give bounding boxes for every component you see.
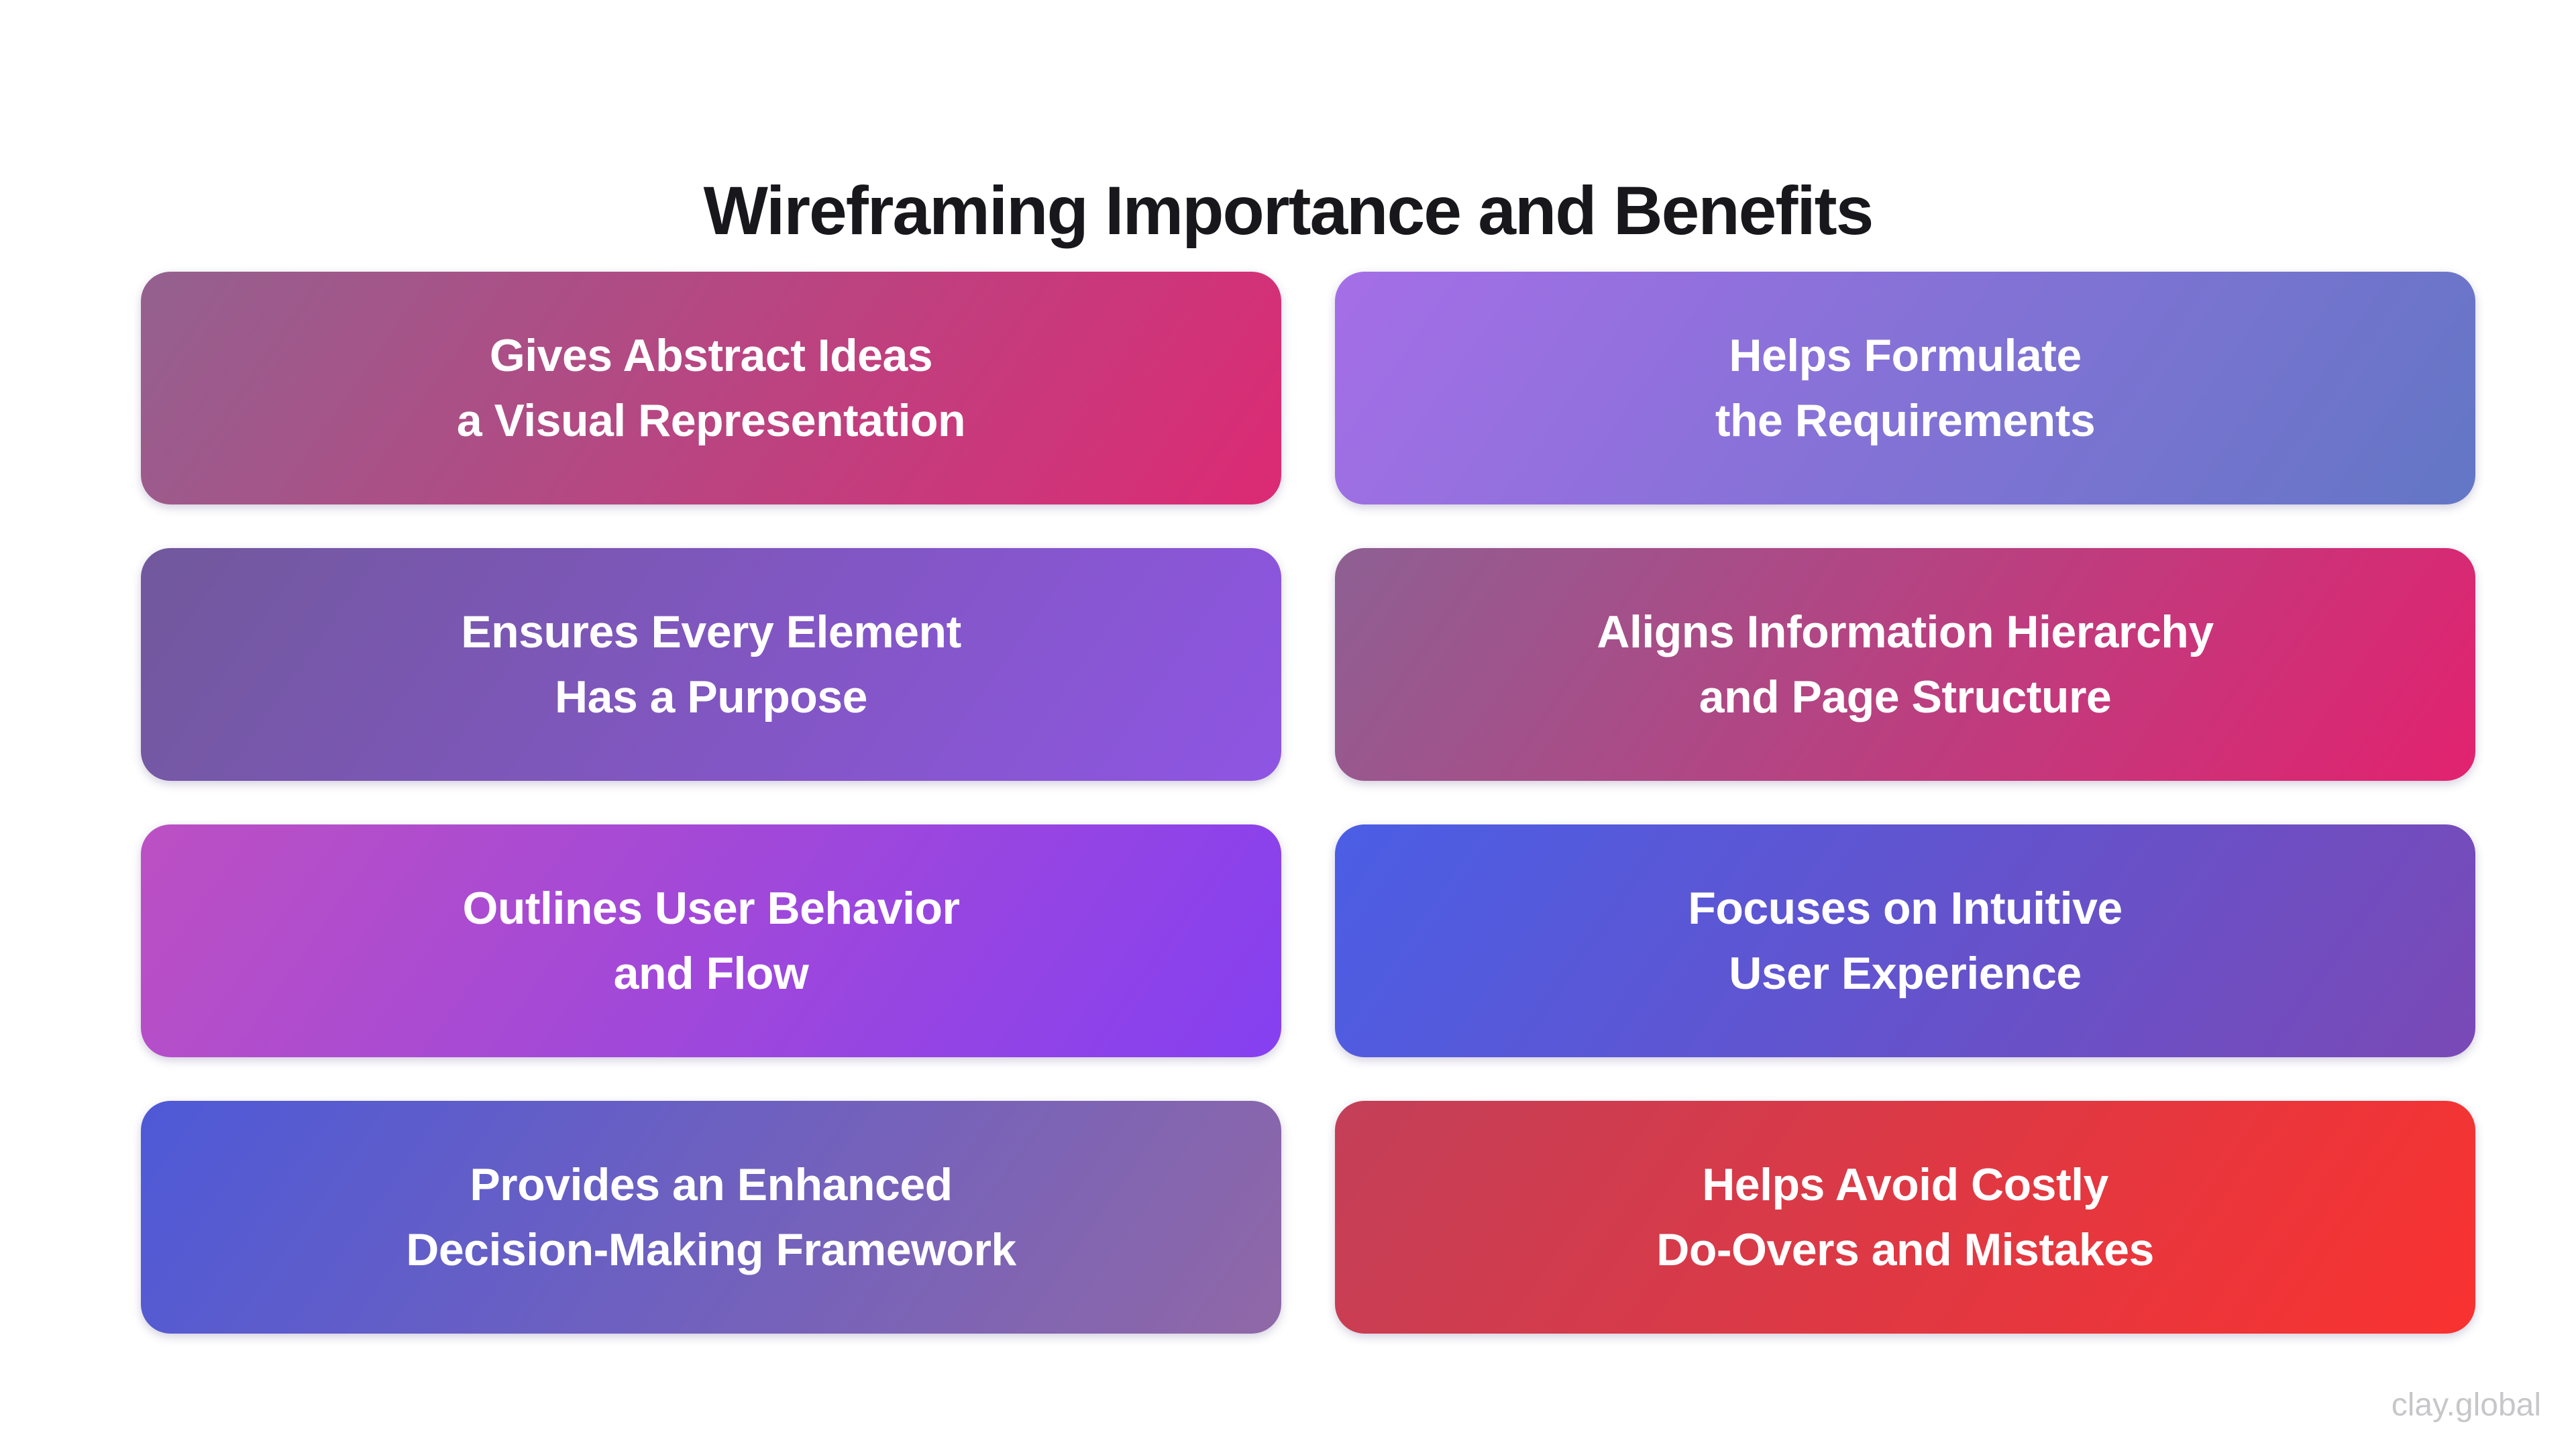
- benefit-card-intuitive-ux: Focuses on Intuitive User Experience: [1335, 824, 2475, 1057]
- benefit-card-avoid-mistakes: Helps Avoid Costly Do-Overs and Mistakes: [1335, 1101, 2475, 1334]
- benefit-card-text-line: and Flow: [613, 947, 809, 999]
- benefit-card-user-behavior: Outlines User Behavior and Flow: [141, 824, 1281, 1057]
- benefit-card-text-line: Focuses on Intuitive: [1688, 882, 2123, 934]
- benefit-card-text-line: Outlines User Behavior: [462, 882, 960, 934]
- benefit-card-abstract-ideas: Gives Abstract Ideas a Visual Representa…: [141, 272, 1281, 504]
- benefit-card-text-line: Aligns Information Hierarchy: [1597, 606, 2214, 657]
- benefit-card-information-hierarchy: Aligns Information Hierarchy and Page St…: [1335, 548, 2475, 781]
- benefit-card-text-line: Gives Abstract Ideas: [489, 329, 933, 381]
- benefit-card-text-line: the Requirements: [1715, 394, 2096, 446]
- benefit-card-formulate-requirements: Helps Formulate the Requirements: [1335, 272, 2475, 504]
- benefit-card-text-line: Ensures Every Element: [461, 606, 961, 657]
- benefit-card-text-line: a Visual Representation: [456, 394, 966, 446]
- benefit-card-text-line: Helps Formulate: [1729, 329, 2082, 381]
- benefit-card-text-line: Provides an Enhanced: [470, 1159, 953, 1210]
- clay-global-watermark: clay.global: [2391, 1387, 2541, 1423]
- benefit-card-text-line: User Experience: [1729, 947, 2082, 999]
- benefit-card-text-line: Helps Avoid Costly: [1702, 1159, 2108, 1210]
- benefit-card-text-line: Do-Overs and Mistakes: [1656, 1224, 2154, 1275]
- page-title: Wireframing Importance and Benefits: [703, 172, 1874, 250]
- benefit-card-decision-framework: Provides an Enhanced Decision-Making Fra…: [141, 1101, 1281, 1334]
- benefit-card-text-line: and Page Structure: [1699, 671, 2112, 722]
- benefit-card-text-line: Decision-Making Framework: [406, 1224, 1016, 1275]
- benefit-card-element-purpose: Ensures Every Element Has a Purpose: [141, 548, 1281, 781]
- benefit-card-text-line: Has a Purpose: [555, 671, 867, 722]
- benefits-grid: Gives Abstract Ideas a Visual Representa…: [141, 272, 2475, 1334]
